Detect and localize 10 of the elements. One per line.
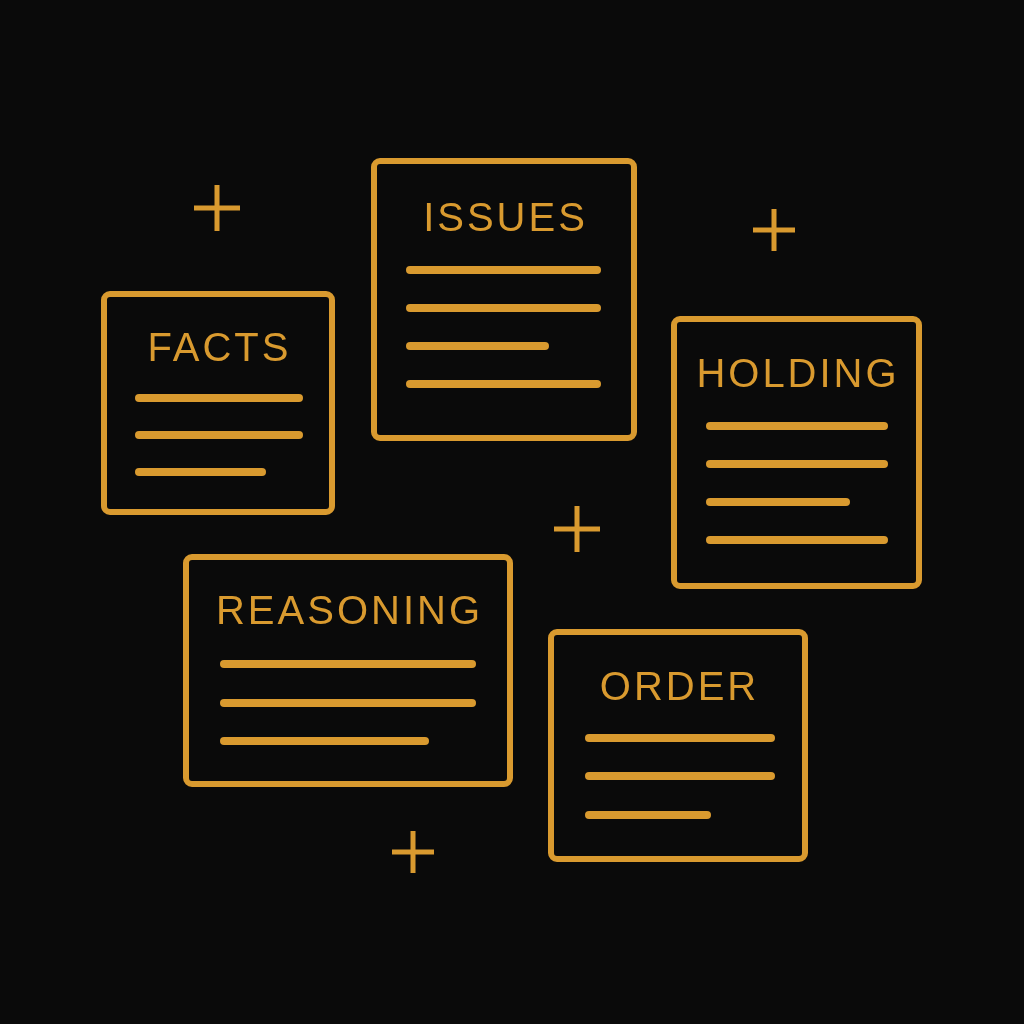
card-heading: FACTS xyxy=(147,327,292,367)
card-heading: HOLDING xyxy=(696,353,900,393)
card-heading: ORDER xyxy=(599,666,760,706)
document-card xyxy=(371,158,637,441)
card-heading: REASONING xyxy=(215,590,483,630)
document-card xyxy=(671,316,922,589)
card-heading: ISSUES xyxy=(423,197,588,237)
document-card xyxy=(548,629,808,862)
document-card xyxy=(183,554,513,787)
document-card xyxy=(101,291,335,515)
